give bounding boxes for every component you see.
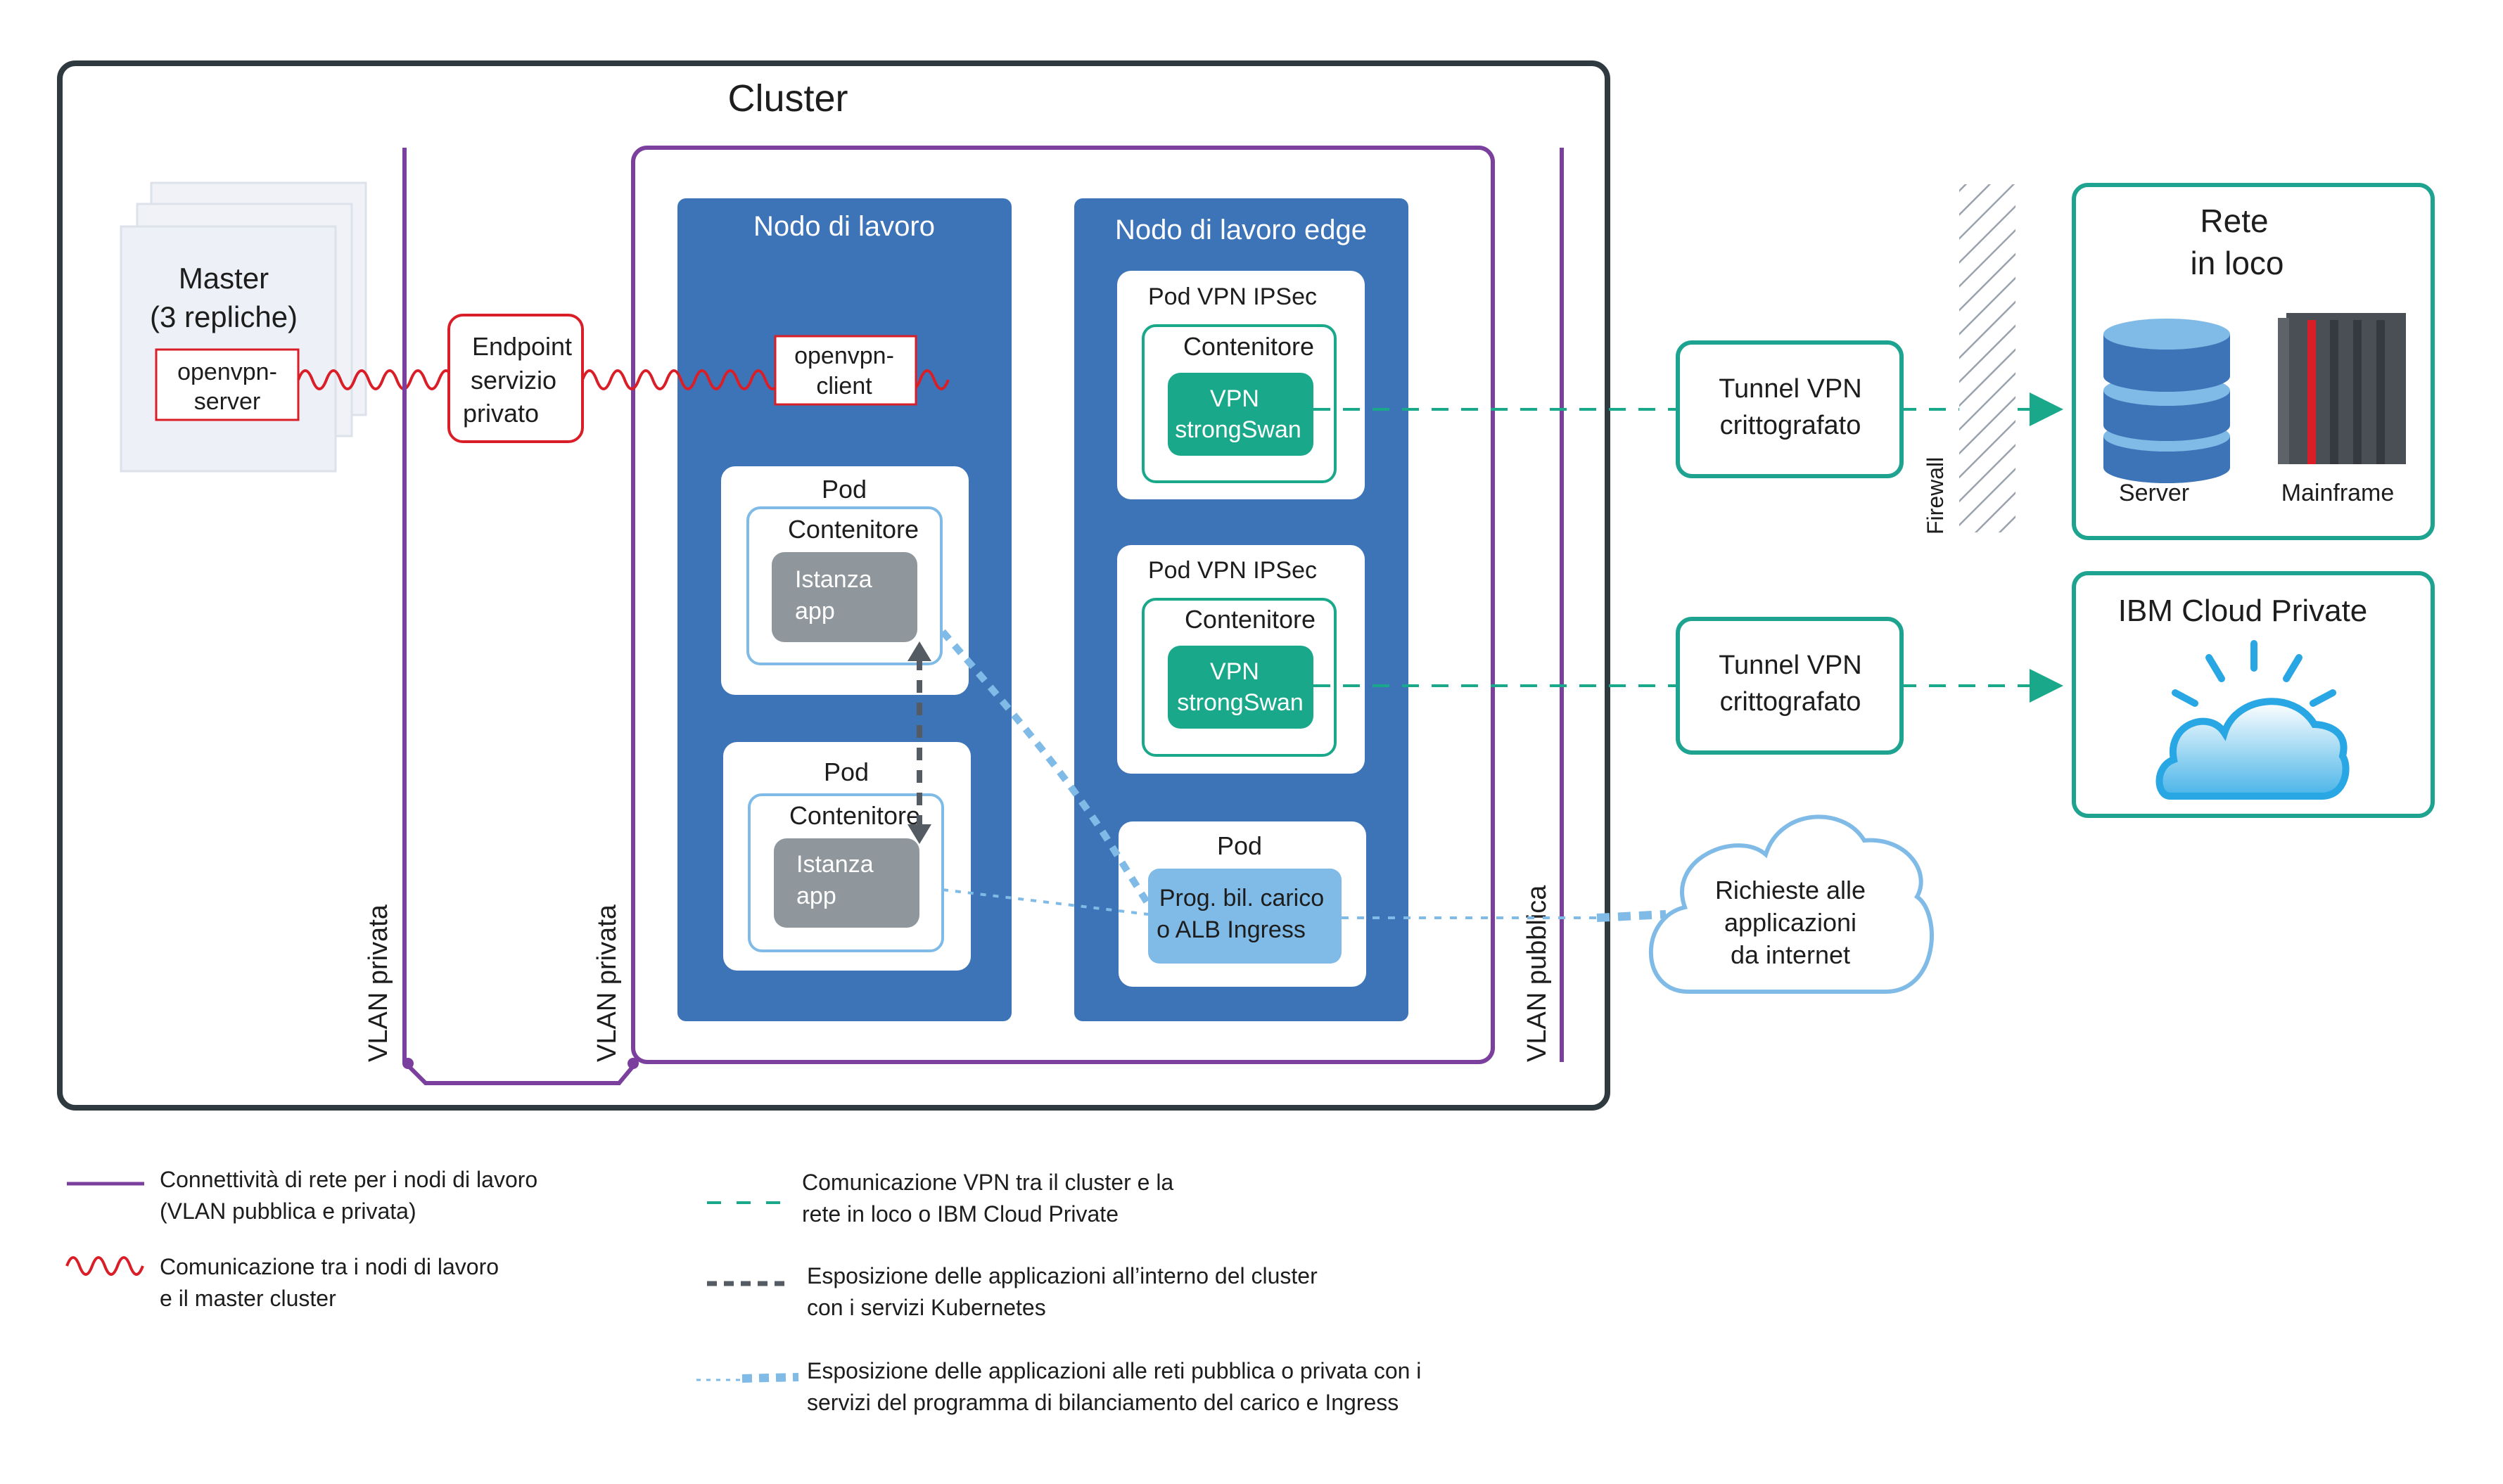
alb-ingress-box <box>1148 869 1342 964</box>
vpn-tunnel-lines <box>1313 392 2063 703</box>
k8s-arrow-head-up <box>907 641 931 661</box>
vpn-tunnel-2-label-2: crittografato <box>1720 687 1861 717</box>
legend-vpn-label: Comunicazione VPN tra il cluster e la <box>802 1170 1173 1195</box>
mainframe-icon <box>2278 313 2406 464</box>
load-balancer-pod-title: Pod <box>1217 831 1262 860</box>
vpn-tunnel-1-label: Tunnel VPN <box>1719 374 1861 404</box>
endpoint-label-1: Endpoint <box>472 332 572 361</box>
legend-master-label: Comunicazione tra i nodi di lavoro <box>160 1254 499 1279</box>
endpoint-label-2: servizio <box>471 366 556 395</box>
openvpn-server-box <box>155 348 300 421</box>
k8s-arrow-head-down <box>907 824 931 844</box>
vlan-private-label-left: VLAN privata <box>364 904 393 1062</box>
openvpn-server-label: openvpn- <box>177 359 277 385</box>
app-instance-2 <box>774 838 919 928</box>
legend-master-swatch <box>65 1256 144 1276</box>
vpn-tunnel-2 <box>1676 617 1904 755</box>
vpn-pod-2-container-label: Contenitore <box>1185 605 1316 634</box>
legend-lb-label: Esposizione delle applicazioni alle reti… <box>807 1358 1421 1383</box>
strongswan-vpn-1-label-2: strongSwan <box>1175 416 1301 443</box>
app-instance-1-label: Istanza <box>795 566 872 593</box>
onprem-title: Rete <box>2200 203 2268 239</box>
edge-worker-node-title: Nodo di lavoro edge <box>1115 215 1367 245</box>
legend-lb-swatch-thick <box>741 1373 799 1383</box>
legend-network-label: Connettività di rete per i nodi di lavor… <box>160 1167 537 1192</box>
vpn-tunnel-1-label-2: crittografato <box>1720 411 1861 440</box>
app-pod-1-container-label: Contenitore <box>788 515 919 544</box>
app-instance-2-label: Istanza <box>796 851 874 878</box>
legend-lb-label-2: servizi del programma di bilanciamento d… <box>807 1390 1399 1415</box>
strongswan-vpn-1 <box>1168 373 1313 456</box>
firewall-icon <box>1959 184 2015 532</box>
endpoint-label-3: privato <box>463 399 539 428</box>
legend-k8s-label: Esposizione delle applicazioni all’inter… <box>807 1263 1318 1288</box>
legend-master-label-2: e il master cluster <box>160 1286 336 1311</box>
app-instance-1 <box>772 552 917 642</box>
server-label: Server <box>2119 480 2189 506</box>
app-instance-2-label-2: app <box>796 883 836 909</box>
internet-label-3: da internet <box>1731 940 1850 969</box>
internet-label-2: applicazioni <box>1724 908 1856 937</box>
app-instance-1-label-2: app <box>795 598 835 625</box>
vpn-pod-2-title: Pod VPN IPSec <box>1148 557 1317 584</box>
openvpn-client-box <box>774 335 917 406</box>
lb-exposure-lines <box>940 629 1667 922</box>
vlan-dot-right <box>628 1058 639 1069</box>
legend-vpn-label-2: rete in loco o IBM Cloud Private <box>802 1201 1119 1227</box>
internet-label-1: Richieste alle <box>1715 876 1866 904</box>
firewall-label: Firewall <box>1923 457 1948 535</box>
app-pod-2-container-label: Contenitore <box>789 801 920 830</box>
strongswan-vpn-2-label: VPN <box>1210 658 1259 685</box>
master-replicas: Master (3 repliche) openvpn- server <box>120 181 367 473</box>
vpn-pod-1-container-label: Contenitore <box>1183 332 1314 361</box>
strongswan-vpn-2-label-2: strongSwan <box>1177 689 1304 716</box>
openvpn-server-label-2: server <box>194 388 260 415</box>
internet-cloud <box>1648 814 1934 994</box>
vpn-tunnel-2-label: Tunnel VPN <box>1719 651 1861 680</box>
database-server-icon <box>2103 319 2230 483</box>
private-vlan-area <box>631 146 1495 1064</box>
openvpn-client-label-2: client <box>816 373 872 399</box>
strongswan-vpn-1-label: VPN <box>1210 385 1259 412</box>
app-pod-1-title: Pod <box>822 475 867 504</box>
mainframe-label: Mainframe <box>2281 480 2395 506</box>
vpn-tunnel-1 <box>1676 340 1904 478</box>
alb-ingress-label: Prog. bil. carico <box>1159 885 1324 911</box>
legend-k8s-label-2: con i servizi Kubernetes <box>807 1295 1046 1320</box>
legend: Connettività di rete per i nodi di lavor… <box>65 1167 1421 1415</box>
openvpn-client-label: openvpn- <box>794 343 894 369</box>
legend-network-label-2: (VLAN pubblica e privata) <box>160 1198 416 1224</box>
vlan-dot-left <box>402 1058 414 1069</box>
ibm-cloud-icon <box>2155 640 2350 800</box>
strongswan-vpn-2 <box>1168 646 1313 729</box>
vlan-private-label-right: VLAN privata <box>592 904 622 1062</box>
cluster-title: Cluster <box>727 77 848 120</box>
vlan-lines <box>402 148 1564 1085</box>
app-pod-2-title: Pod <box>824 757 869 786</box>
onprem-title-2: in loco <box>2191 245 2284 281</box>
vlan-public-label: VLAN pubblica <box>1522 885 1552 1062</box>
master-label: Master <box>179 262 269 295</box>
vpn-pod-1-title: Pod VPN IPSec <box>1148 283 1317 310</box>
ibm-cloud-private-title: IBM Cloud Private <box>2118 594 2368 628</box>
alb-ingress-label-2: o ALB Ingress <box>1157 916 1306 943</box>
worker-node-title: Nodo di lavoro <box>753 211 935 242</box>
master-replicas-label: (3 repliche) <box>150 300 298 333</box>
